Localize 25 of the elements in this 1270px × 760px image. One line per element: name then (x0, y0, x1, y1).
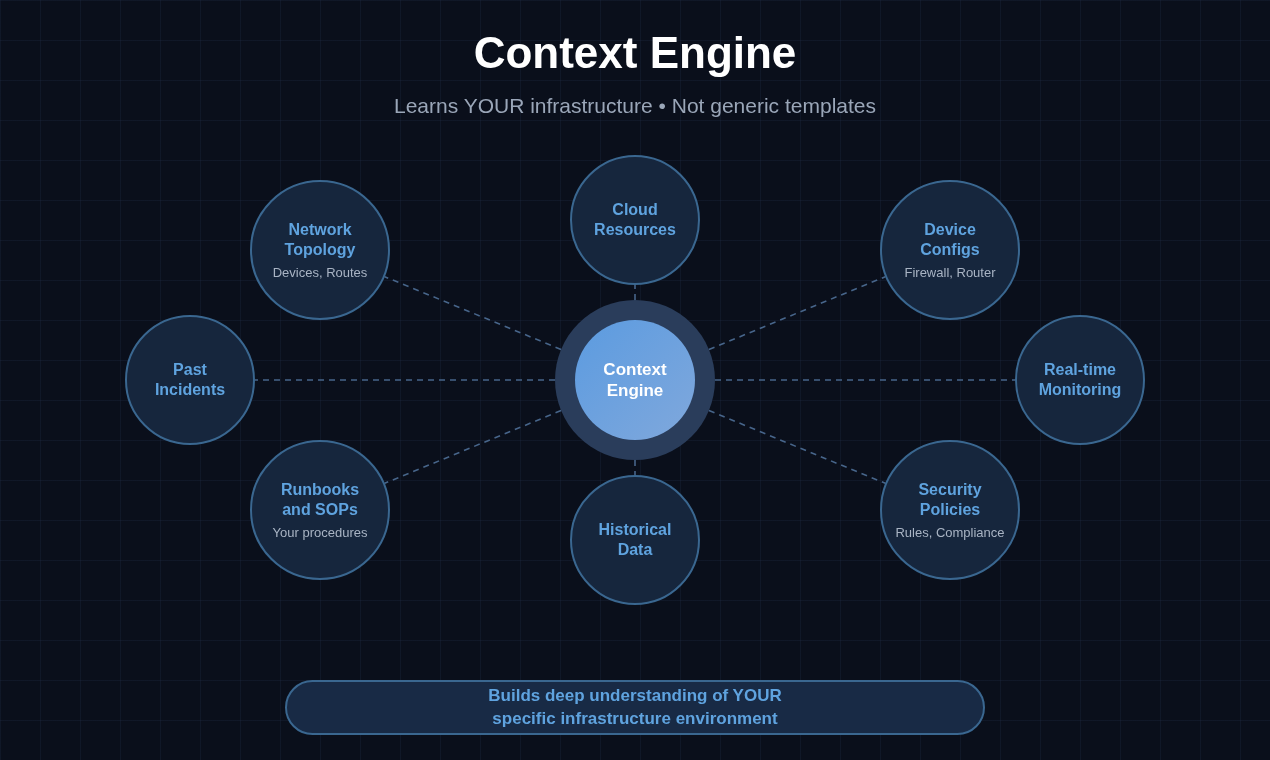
connector-line (254, 379, 556, 381)
banner-text: Builds deep understanding of YOUR specific infrastructure environment (487, 685, 783, 730)
connector-line (708, 409, 887, 485)
title: Context Engine (473, 28, 797, 78)
circle-title: Real-time Monitoring (1037, 360, 1123, 400)
circle-title: Historical Data (597, 520, 673, 560)
connector-line (383, 409, 562, 485)
connector-line (634, 284, 636, 301)
connector-line (383, 275, 562, 351)
connector-line (634, 459, 636, 476)
connector-line (714, 379, 1016, 381)
circle-title: Cloud Resources (593, 200, 677, 240)
circle-subtitle: Rules, Compliance (895, 525, 1005, 540)
circle-title: Security Policies (917, 480, 983, 520)
subtitle: Learns YOUR infrastructure • Not generic templates (394, 94, 876, 118)
circle-title: Past Incidents (153, 360, 227, 400)
circle-title: Runbooks and SOPs (279, 480, 361, 520)
circle-title: Network Topology (283, 220, 357, 260)
connector-line (708, 275, 887, 351)
circle-title: Device Configs (919, 220, 981, 260)
circle-subtitle: Devices, Routes (272, 265, 368, 280)
circle-title: Context Engine (602, 358, 668, 402)
circle-subtitle: Your procedures (272, 525, 368, 540)
summary-banner (285, 680, 985, 735)
circle-subtitle: Firewall, Router (904, 265, 996, 280)
